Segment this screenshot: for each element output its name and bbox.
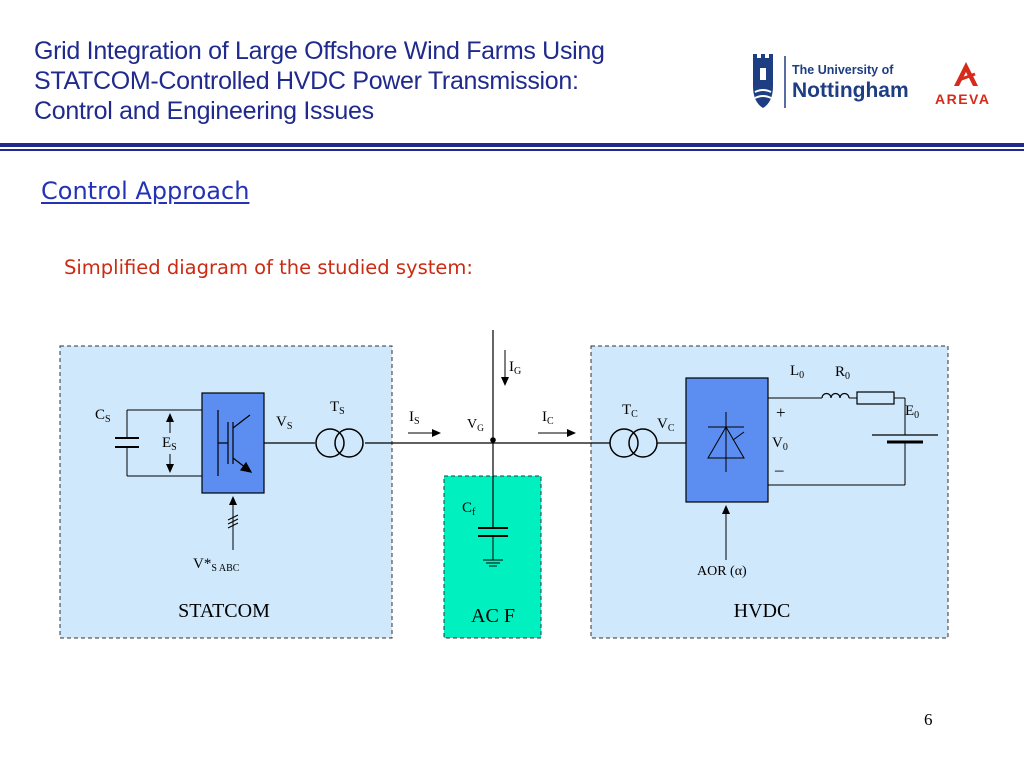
- label-plus: +: [776, 403, 786, 422]
- label-ic: IC: [542, 409, 554, 427]
- label-ts: TS: [330, 399, 345, 417]
- label-tc: TC: [622, 402, 638, 420]
- label-hvdc: HVDC: [734, 600, 791, 622]
- title-line-2: STATCOM-Controlled HVDC Power Transmissi…: [34, 67, 579, 95]
- label-cf: Cf: [462, 500, 476, 518]
- label-r0: R0: [835, 364, 850, 382]
- page-number: 6: [924, 710, 933, 729]
- label-cs: CS: [95, 407, 111, 425]
- university-line2: Nottingham: [792, 79, 909, 102]
- label-minus: –: [774, 460, 784, 479]
- subtitle: Simplified diagram of the studied system…: [64, 256, 473, 279]
- label-vg: VG: [467, 417, 484, 434]
- bus-hatch-icon: [227, 514, 239, 529]
- logos: The University of Nottingham AREVA: [753, 54, 990, 108]
- label-is: IS: [409, 409, 420, 427]
- label-vs: VS: [276, 414, 292, 432]
- nottingham-crest-icon: [753, 54, 773, 108]
- label-v0: V0: [772, 435, 788, 453]
- label-statcom: STATCOM: [178, 600, 270, 622]
- label-vref: V*S ABC: [193, 556, 240, 574]
- igbt-icon: [217, 410, 253, 476]
- label-es: ES: [162, 435, 177, 453]
- label-l0: L0: [790, 363, 804, 381]
- pcc-node: [490, 437, 496, 443]
- thyristor-icon: [707, 412, 745, 472]
- label-vc: VC: [657, 416, 675, 434]
- hvdc-converter: [685, 377, 769, 503]
- hvdc-block: [590, 345, 949, 639]
- areva-logo-icon: [954, 62, 978, 86]
- ts-transformer-icon: [315, 428, 364, 458]
- ground-icon: [483, 559, 503, 567]
- header-rule-thin: [0, 149, 1024, 151]
- slide-title: Grid Integration of Large Offshore Wind …: [34, 36, 714, 126]
- title-line-3: Control and Engineering Issues: [34, 97, 374, 125]
- university-line1: The University of: [792, 63, 894, 77]
- label-ig: IG: [509, 359, 521, 377]
- header-rule-thick: [0, 143, 1024, 147]
- section-heading: Control Approach: [41, 177, 250, 205]
- label-e0: E0: [905, 403, 919, 421]
- areva-text: AREVA: [935, 91, 990, 107]
- l0-inductor-icon: [821, 392, 850, 399]
- label-aor: AOR (α): [697, 564, 747, 579]
- label-acf: AC F: [471, 605, 515, 627]
- title-line-1: Grid Integration of Large Offshore Wind …: [34, 37, 605, 65]
